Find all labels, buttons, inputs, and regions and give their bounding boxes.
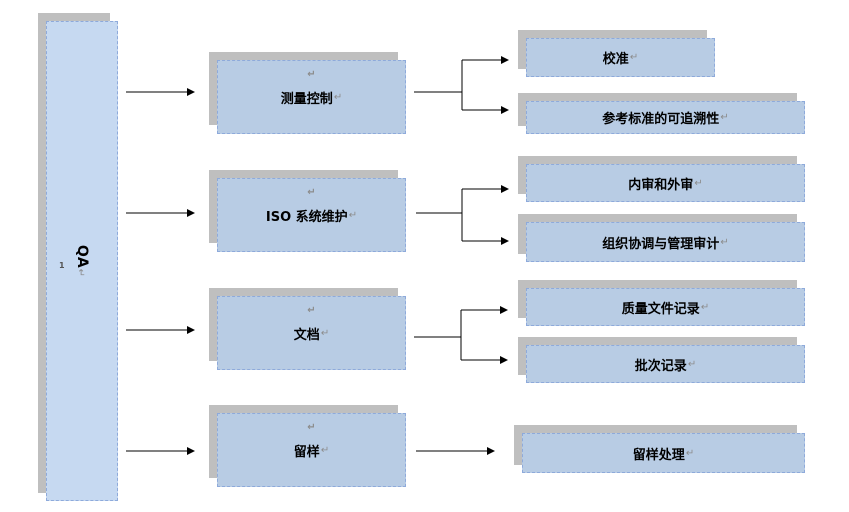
branch-group-1: [414, 56, 509, 114]
branch-group-2: [416, 185, 509, 245]
group-box-1: ↵ 测量控制↵: [217, 60, 406, 134]
qa-label: QA↵: [74, 244, 90, 278]
child-label-3-2: 批次记录: [634, 358, 687, 374]
group-label-2: ISO 系统维护: [265, 209, 348, 225]
child-node-3-2: 批次记录↵: [518, 337, 805, 383]
child-box-1-1: 校准↵: [526, 38, 715, 77]
group-node-3: ↵ 文档↵: [209, 288, 407, 370]
child-label-4-1: 留样处理: [632, 447, 685, 463]
child-box-2-1: 内审和外审↵: [526, 164, 805, 202]
qa-tick-mark: 1: [59, 261, 65, 270]
child-box-2-2: 组织协调与管理审计↵: [526, 222, 805, 262]
group-box-3: ↵ 文档↵: [217, 296, 406, 370]
group-box-2: ↵ ISO 系统维护↵: [217, 178, 406, 252]
child-box-3-2: 批次记录↵: [526, 345, 805, 383]
child-box-3-1: 质量文件记录↵: [526, 288, 805, 326]
group-label-4: 留样: [293, 444, 320, 460]
child-node-1-1: 校准↵: [518, 30, 715, 77]
child-label-2-2: 组织协调与管理审计: [602, 236, 720, 252]
group-label-1: 测量控制: [280, 91, 333, 107]
child-node-4-1: 留样处理↵: [514, 425, 805, 473]
child-label-1-1: 校准: [602, 52, 629, 67]
group-node-4: ↵ 留样↵: [209, 405, 407, 487]
group-node-1: ↵ 测量控制↵: [209, 52, 407, 134]
child-label-2-1: 内审和外审: [628, 177, 694, 193]
child-label-1-2: 参考标准的可追溯性: [602, 112, 720, 127]
child-label-3-1: 质量文件记录: [621, 301, 700, 317]
child-node-3-1: 质量文件记录↵: [518, 280, 805, 326]
qa-root-box: 1 QA↵: [46, 21, 118, 501]
group-label-3: 文档: [293, 327, 320, 343]
child-box-4-1: 留样处理↵: [522, 433, 805, 473]
child-node-2-1: 内审和外审↵: [518, 156, 805, 202]
qa-root-node: 1 QA↵: [38, 13, 118, 501]
group-box-4: ↵ 留样↵: [217, 413, 406, 487]
child-node-1-2: 参考标准的可追溯性↵: [518, 93, 805, 134]
child-box-1-2: 参考标准的可追溯性↵: [526, 101, 805, 134]
group-node-2: ↵ ISO 系统维护↵: [209, 170, 407, 252]
child-node-2-2: 组织协调与管理审计↵: [518, 214, 805, 262]
branch-group-3: [414, 306, 508, 364]
